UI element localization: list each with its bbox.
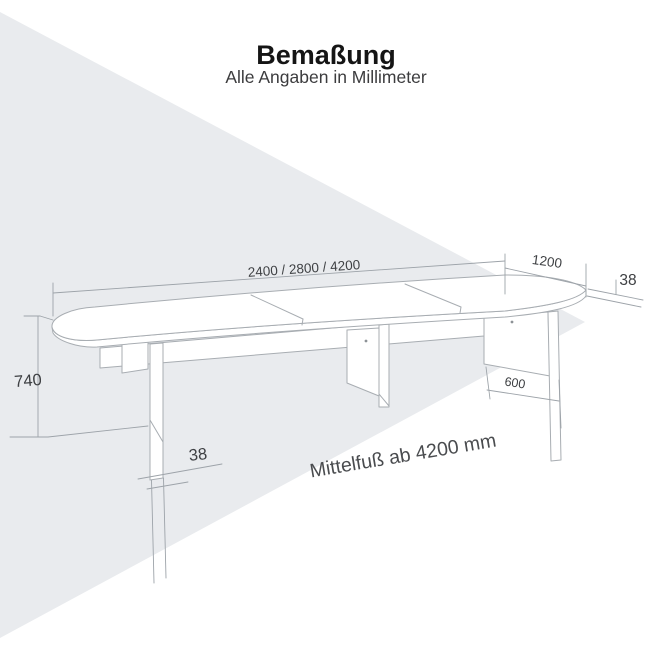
dimension-foot-thickness: 38	[137, 445, 223, 490]
left-leg-back-panel	[121, 340, 149, 374]
middle-leg-front-panel	[378, 323, 390, 408]
dimension-width: 1200	[504, 252, 587, 298]
foot-thickness-extension-left	[151, 479, 155, 584]
tabletop-seam-1-edge-jog	[301, 318, 304, 326]
length-dimension-line	[52, 260, 506, 294]
top-thickness-leader-lower	[586, 295, 642, 308]
foot-depth-dimension-line	[486, 389, 560, 402]
table-drawing	[51, 274, 587, 584]
height-leader-bottom	[47, 425, 149, 438]
left-leg-foot-taper-line	[149, 419, 164, 443]
foot-thickness-extension-right	[163, 477, 167, 579]
foot-thickness-leader-upper	[137, 463, 223, 480]
right-leg	[483, 310, 562, 462]
page-title: Bemaßung	[256, 40, 396, 70]
top-thickness-label: 38	[619, 272, 636, 289]
tabletop-seam-2	[404, 283, 462, 308]
foot-depth-extension-left	[485, 366, 491, 400]
screw-dot-right	[510, 320, 514, 324]
top-thickness-leader-upper	[587, 288, 644, 301]
height-dimension-label: 740	[14, 371, 43, 391]
width-dimension-label: 1200	[531, 252, 563, 271]
middle-leg-foot-taper-line	[378, 393, 390, 407]
middle-leg	[346, 323, 390, 408]
tabletop-surface	[51, 274, 587, 341]
dimension-height: 740	[9, 315, 149, 438]
page-subtitle: Alle Angaben in Millimeter	[225, 67, 427, 87]
dimension-foot-depth: 600	[485, 366, 562, 429]
width-dimension-line	[504, 267, 587, 287]
screw-dot-middle	[364, 339, 368, 343]
tabletop-seam-1	[250, 294, 304, 320]
tabletop-seam-2-edge-jog	[459, 306, 462, 314]
foot-thickness-label: 38	[188, 445, 208, 465]
dimension-top-thickness: 38	[586, 272, 644, 308]
left-leg	[121, 340, 167, 584]
left-leg-front-panel	[149, 342, 164, 481]
foot-depth-extension-right	[558, 379, 562, 429]
right-leg-front-panel	[547, 310, 562, 462]
foot-thickness-leader-lower	[146, 481, 189, 490]
height-leader-top	[39, 315, 54, 321]
foot-depth-label: 600	[504, 374, 527, 391]
